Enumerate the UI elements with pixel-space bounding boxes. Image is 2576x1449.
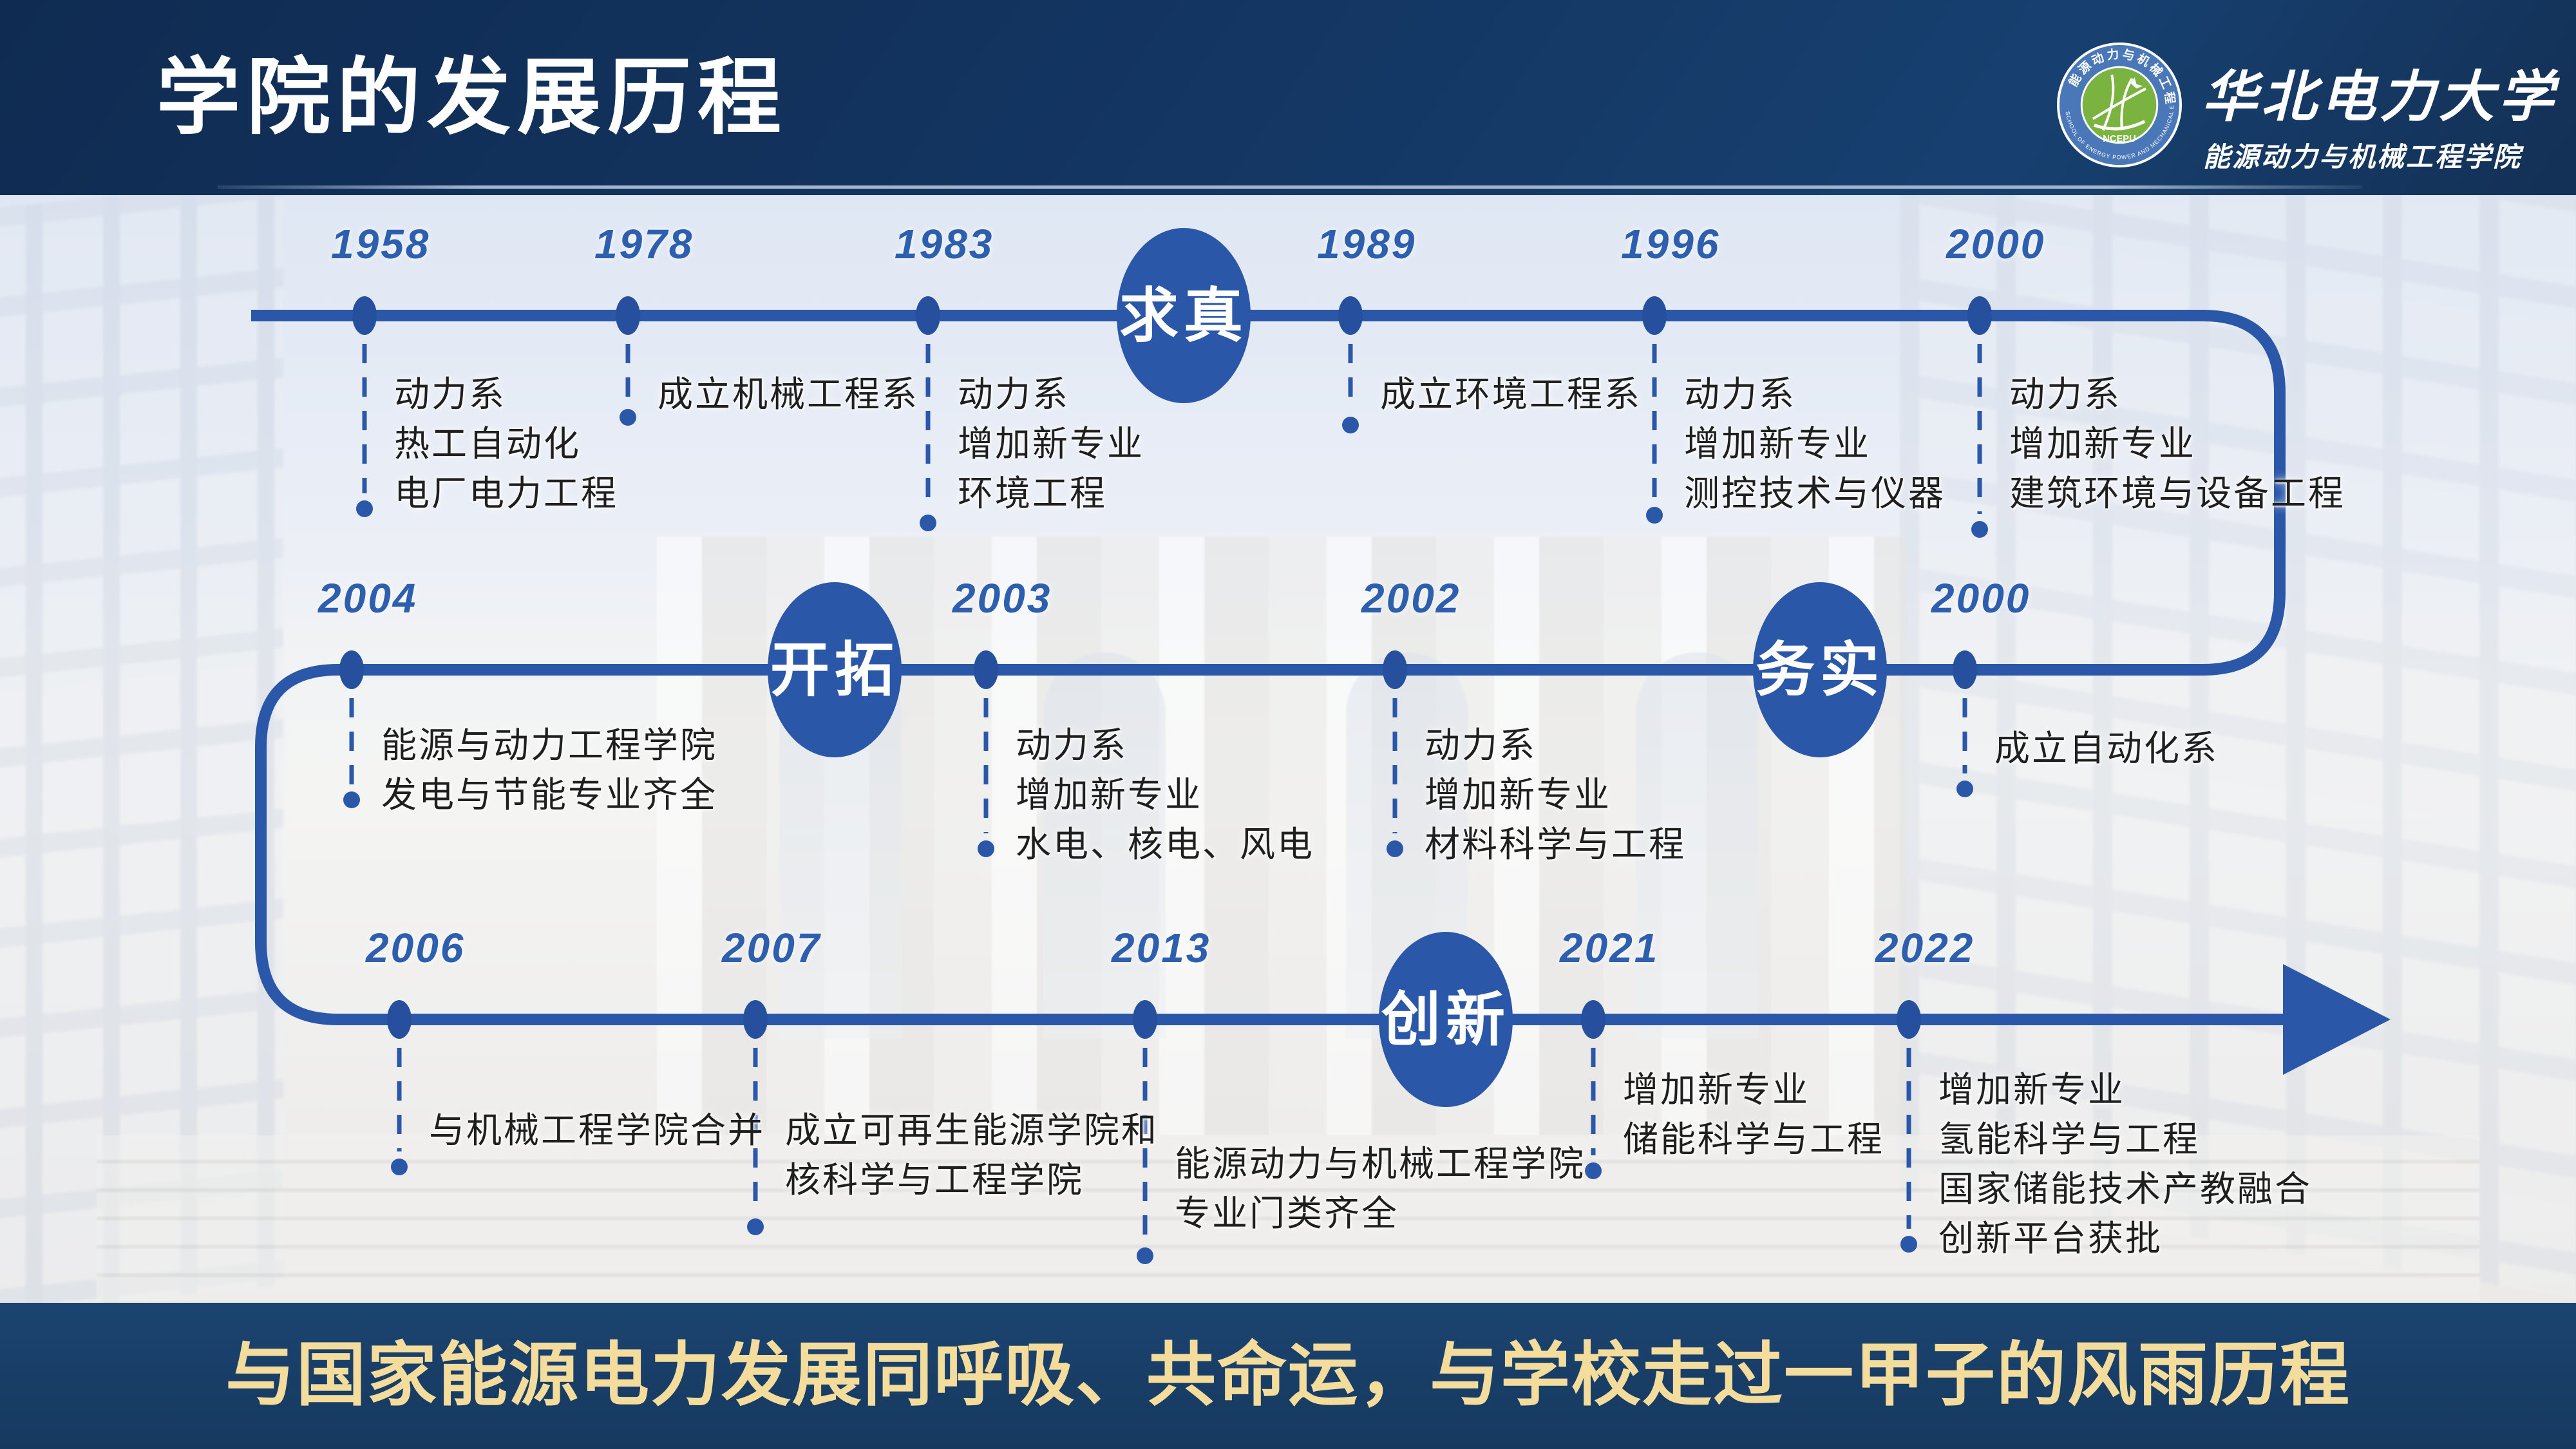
connector-end-dot	[343, 791, 360, 808]
timeline-node	[616, 296, 640, 335]
connector-end-dot	[1585, 1162, 1602, 1179]
timeline-node	[1383, 650, 1407, 689]
timeline-arrow-icon	[2283, 964, 2391, 1075]
spirit-badge	[1379, 932, 1513, 1107]
connector-end-dot	[1646, 507, 1663, 524]
connector-end-dot	[1137, 1247, 1153, 1264]
connector-end-dot	[391, 1159, 408, 1175]
page-title: 学院的发展历程	[156, 50, 788, 144]
timeline-node	[1897, 1000, 1921, 1039]
timeline-node	[1642, 296, 1667, 335]
background-arch	[1636, 652, 1758, 1039]
timeline-node	[1133, 1000, 1157, 1039]
timeline-node	[387, 1000, 412, 1039]
timeline-node	[916, 296, 940, 335]
spirit-badge	[1753, 582, 1887, 757]
connector-end-dot	[978, 840, 994, 857]
connector-end-dot	[1387, 840, 1403, 857]
timeline-node	[743, 1000, 768, 1039]
spirit-badge-label: 务实	[1756, 638, 1884, 703]
school-logo-icon: 能源动力与机械工程学院 SCHOOL OF ENERGY POWER AND M…	[2056, 42, 2183, 168]
spirit-badge	[1117, 228, 1251, 403]
background-photo	[0, 195, 2576, 1303]
connector-end-dot	[1342, 417, 1359, 433]
connector-end-dot	[1900, 1236, 1917, 1253]
timeline-node	[339, 650, 364, 689]
connector-end-dot	[747, 1218, 764, 1235]
timeline-node	[1953, 650, 1977, 689]
logo-abbr: NCEPU	[2103, 134, 2136, 144]
school-name: 能源动力与机械工程学院	[2203, 141, 2523, 173]
spirit-badge	[768, 582, 902, 757]
title-underline	[218, 185, 2362, 189]
connector-end-dot	[920, 515, 936, 531]
background-arch	[1043, 652, 1166, 1039]
connector-end-dot	[1956, 781, 1973, 797]
spirit-badge-label: 创新	[1381, 987, 1510, 1053]
slogan-text: 与国家能源电力发展同呼吸、共命运，与学校走过一甲子的风雨历程	[225, 1336, 2351, 1414]
connector-end-dot	[1971, 521, 1988, 538]
spirit-badge-label: 开拓	[770, 638, 899, 703]
spirit-badge-label: 求真	[1119, 283, 1248, 349]
footer-banner: 与国家能源电力发展同呼吸、共命运，与学校走过一甲子的风雨历程	[0, 1303, 2576, 1449]
timeline-node	[1338, 296, 1363, 335]
university-name: 华北电力大学	[2202, 64, 2557, 129]
timeline-path	[251, 310, 2289, 1025]
connector-end-dot	[356, 500, 373, 517]
timeline-node	[974, 650, 998, 689]
timeline-node	[1967, 296, 1992, 335]
connector-end-dot	[620, 409, 636, 426]
header-bar: 学院的发展历程 能源动力与机械工程学院 SCHOOL OF ENERGY POW…	[0, 0, 2576, 195]
timeline-node	[1581, 1000, 1605, 1039]
background-steps	[97, 1135, 2479, 1303]
timeline-node	[352, 296, 377, 335]
school-logo-block: 能源动力与机械工程学院 SCHOOL OF ENERGY POWER AND M…	[2056, 40, 2557, 175]
